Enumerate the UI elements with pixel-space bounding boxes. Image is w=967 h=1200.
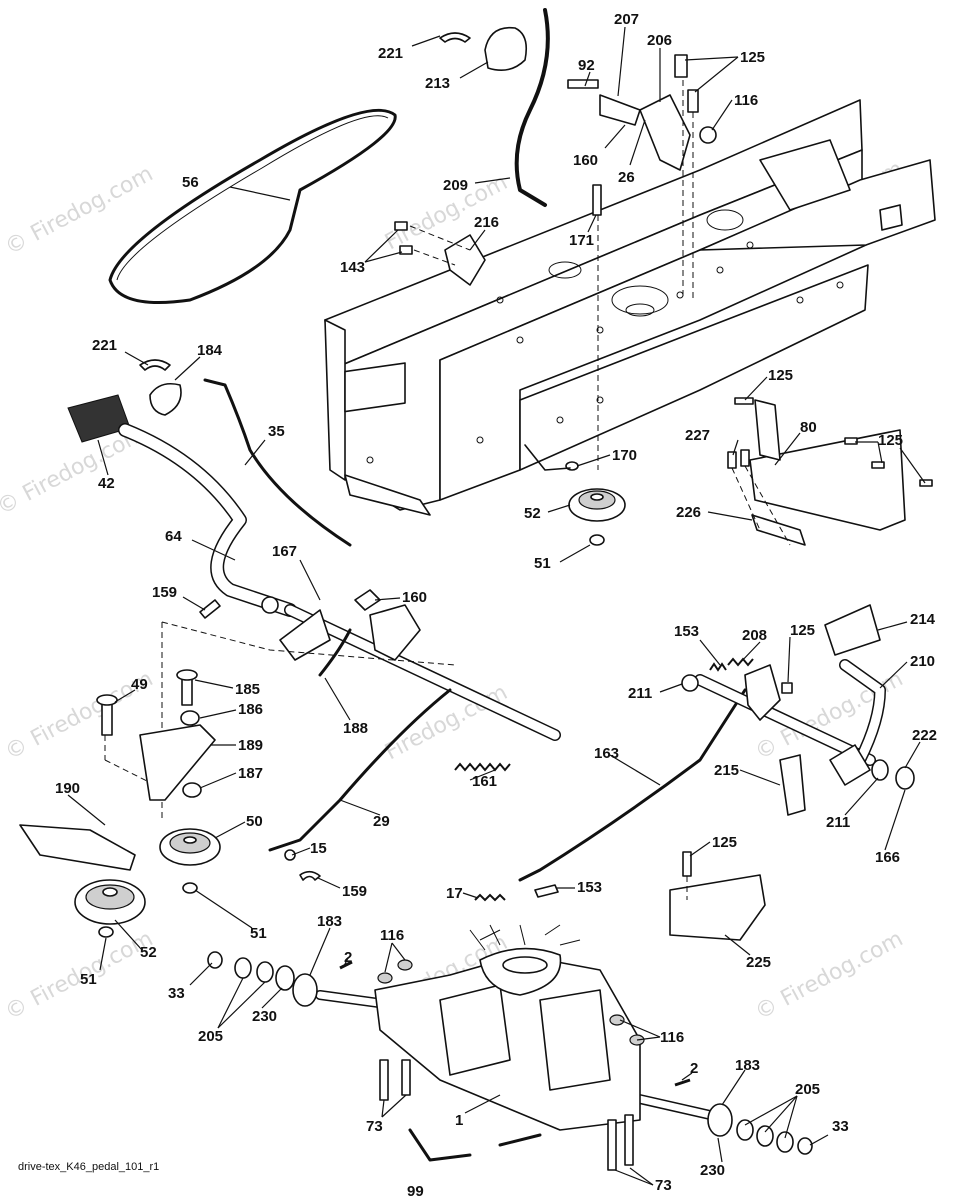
part-number-170: 170 (612, 447, 637, 464)
part-number-160: 160 (573, 152, 598, 169)
part-number-183: 183 (317, 913, 342, 930)
part-number-116: 116 (660, 1029, 684, 1046)
leader-lines (67, 26, 926, 1186)
part-number-125: 125 (790, 622, 815, 639)
part-number-64: 64 (165, 528, 182, 545)
part-number-225: 225 (746, 954, 771, 971)
part-number-166: 166 (875, 849, 900, 866)
part-number-73: 73 (366, 1118, 383, 1135)
part-number-190: 190 (55, 780, 80, 797)
part-number-186: 186 (238, 701, 263, 718)
shift-lever (514, 8, 550, 207)
part-number-49: 49 (131, 676, 148, 693)
part-number-222: 222 (912, 727, 937, 744)
part-number-2: 2 (344, 949, 352, 966)
clip (439, 32, 471, 43)
part-number-116: 116 (734, 92, 758, 109)
part-number-215: 215 (714, 762, 739, 779)
part-number-80: 80 (800, 419, 817, 436)
part-number-230: 230 (252, 1008, 277, 1025)
part-number-208: 208 (742, 627, 767, 644)
part-number-29: 29 (373, 813, 390, 830)
part-number-51: 51 (250, 925, 267, 942)
part-number-153: 153 (577, 879, 602, 896)
bracket (639, 94, 691, 171)
part-number-205: 205 (795, 1081, 820, 1098)
part-number-210: 210 (910, 653, 935, 670)
part-number-226: 226 (676, 504, 701, 521)
part-number-35: 35 (268, 423, 285, 440)
part-number-213: 213 (425, 75, 450, 92)
drive-belt (108, 108, 397, 304)
pedal-rod (518, 688, 747, 882)
part-number-209: 209 (443, 177, 468, 194)
part-number-26: 26 (618, 169, 635, 186)
part-number-211: 211 (826, 814, 850, 831)
part-labels: 221 213 92 207 206 125 116 160 26 56 209… (55, 11, 937, 1200)
part-number-99: 99 (407, 1183, 424, 1200)
part-number-2: 2 (690, 1060, 698, 1077)
idler-pulley (524, 444, 626, 546)
part-number-56: 56 (182, 174, 199, 191)
part-number-216: 216 (474, 214, 499, 231)
part-number-160: 160 (402, 589, 427, 606)
part-number-73: 73 (655, 1177, 672, 1194)
part-number-167: 167 (272, 543, 297, 560)
bracket-plate (669, 874, 766, 941)
part-number-188: 188 (343, 720, 368, 737)
transaxle (315, 924, 715, 1171)
part-number-163: 163 (594, 745, 619, 762)
part-number-92: 92 (578, 57, 595, 74)
part-number-159: 159 (152, 584, 177, 601)
part-number-230: 230 (700, 1162, 725, 1179)
part-number-143: 143 (340, 259, 365, 276)
part-number-15: 15 (310, 840, 327, 857)
control-rod (118, 423, 297, 617)
cable (203, 378, 352, 547)
rod (268, 688, 452, 852)
part-number-185: 185 (235, 681, 260, 698)
part-number-52: 52 (140, 944, 157, 961)
part-number-116: 116 (380, 927, 404, 944)
diagram-filename: drive-tex_K46_pedal_101_r1 (18, 1161, 159, 1173)
part-number-33: 33 (168, 985, 185, 1002)
part-number-183: 183 (735, 1057, 760, 1074)
part-number-221: 221 (378, 45, 403, 62)
part-number-125: 125 (878, 432, 903, 449)
part-number-221: 221 (92, 337, 117, 354)
part-number-51: 51 (80, 971, 97, 988)
pedal-assembly (681, 604, 915, 816)
part-number-206: 206 (647, 32, 672, 49)
part-number-211: 211 (628, 685, 652, 702)
part-number-33: 33 (832, 1118, 849, 1135)
part-number-17: 17 (446, 885, 463, 902)
mounting-bracket (727, 397, 933, 546)
part-number-214: 214 (910, 611, 936, 628)
part-number-189: 189 (238, 737, 263, 754)
part-number-159: 159 (342, 883, 367, 900)
part-number-227: 227 (685, 427, 710, 444)
part-number-125: 125 (712, 834, 737, 851)
part-number-153: 153 (674, 623, 699, 640)
cross-shaft (199, 589, 561, 741)
watermark: © Firedog.com (751, 926, 907, 1025)
knob (484, 26, 528, 71)
part-number-207: 207 (614, 11, 639, 28)
part-number-125: 125 (740, 49, 765, 66)
part-number-184: 184 (197, 342, 223, 359)
spring (454, 762, 511, 772)
part-number-125: 125 (768, 367, 793, 384)
part-number-1: 1 (455, 1112, 463, 1129)
part-number-42: 42 (98, 475, 115, 492)
frame-chassis (324, 99, 936, 516)
part-number-51: 51 (534, 555, 551, 572)
part-number-205: 205 (198, 1028, 223, 1045)
part-number-50: 50 (246, 813, 263, 830)
part-number-52: 52 (524, 505, 541, 522)
idler-arm-assembly (19, 669, 221, 938)
part-number-171: 171 (569, 232, 594, 249)
part-number-187: 187 (238, 765, 263, 782)
part-number-161: 161 (472, 773, 497, 790)
